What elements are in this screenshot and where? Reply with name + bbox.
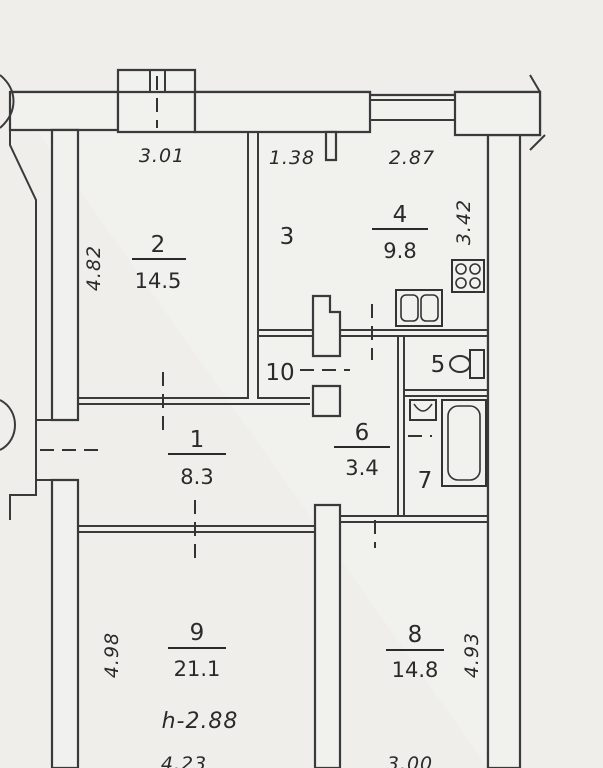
kitchen-sink-icon — [395, 289, 443, 327]
room-9-area: 21.1 — [174, 657, 221, 681]
ceiling-height: h-2.88 — [162, 709, 239, 734]
room-6: 6 3.4 — [334, 420, 390, 480]
room-3-number: 3 — [280, 224, 295, 250]
toilet-icon — [449, 349, 485, 379]
bathtub-icon — [441, 399, 487, 487]
dimension-4-98: 4.98 — [101, 632, 123, 678]
room-10: 10 — [265, 360, 294, 386]
dimension-3-01: 3.01 — [139, 145, 185, 167]
dimension-4-93: 4.93 — [461, 632, 483, 678]
door-openings — [40, 76, 432, 560]
room-4-number: 4 — [393, 202, 408, 228]
room-7-number: 7 — [418, 468, 433, 494]
dimension-4-82: 4.82 — [83, 245, 105, 291]
room-9: 9 21.1 — [168, 620, 226, 681]
room-7: 7 — [418, 468, 433, 494]
room-10-number: 10 — [265, 360, 294, 386]
room-8-number: 8 — [408, 622, 423, 648]
room-1: 1 8.3 — [168, 427, 226, 489]
room-1-number: 1 — [190, 427, 205, 453]
dimension-3-00: 3.00 — [387, 753, 433, 768]
room-1-area: 8.3 — [180, 465, 213, 489]
stove-icon — [451, 259, 485, 293]
dimension-labels: 3.01 1.38 2.87 3.42 4.82 4.98 4.93 4.23 … — [83, 145, 483, 768]
interior-walls — [78, 130, 488, 768]
room-4-area: 9.8 — [383, 239, 416, 263]
room-6-area: 3.4 — [345, 456, 378, 480]
room-4: 4 9.8 — [372, 202, 428, 263]
room-8: 8 14.8 — [386, 622, 444, 682]
room-9-number: 9 — [190, 620, 205, 646]
room-2-number: 2 — [151, 232, 166, 258]
room-6-number: 6 — [355, 420, 370, 446]
room-2-area: 14.5 — [135, 269, 182, 293]
room-8-area: 14.8 — [392, 658, 439, 682]
room-5: 5 — [431, 352, 446, 378]
room-2: 2 14.5 — [132, 232, 186, 293]
dimension-3-42: 3.42 — [453, 199, 475, 245]
room-5-number: 5 — [431, 352, 446, 378]
dimension-1-38: 1.38 — [269, 147, 315, 169]
dimension-4-23: 4.23 — [161, 753, 207, 768]
washbasin-icon — [409, 399, 437, 421]
exterior-walls — [0, 68, 546, 768]
dimension-2-87: 2.87 — [389, 147, 435, 169]
room-3: 3 — [280, 224, 295, 250]
